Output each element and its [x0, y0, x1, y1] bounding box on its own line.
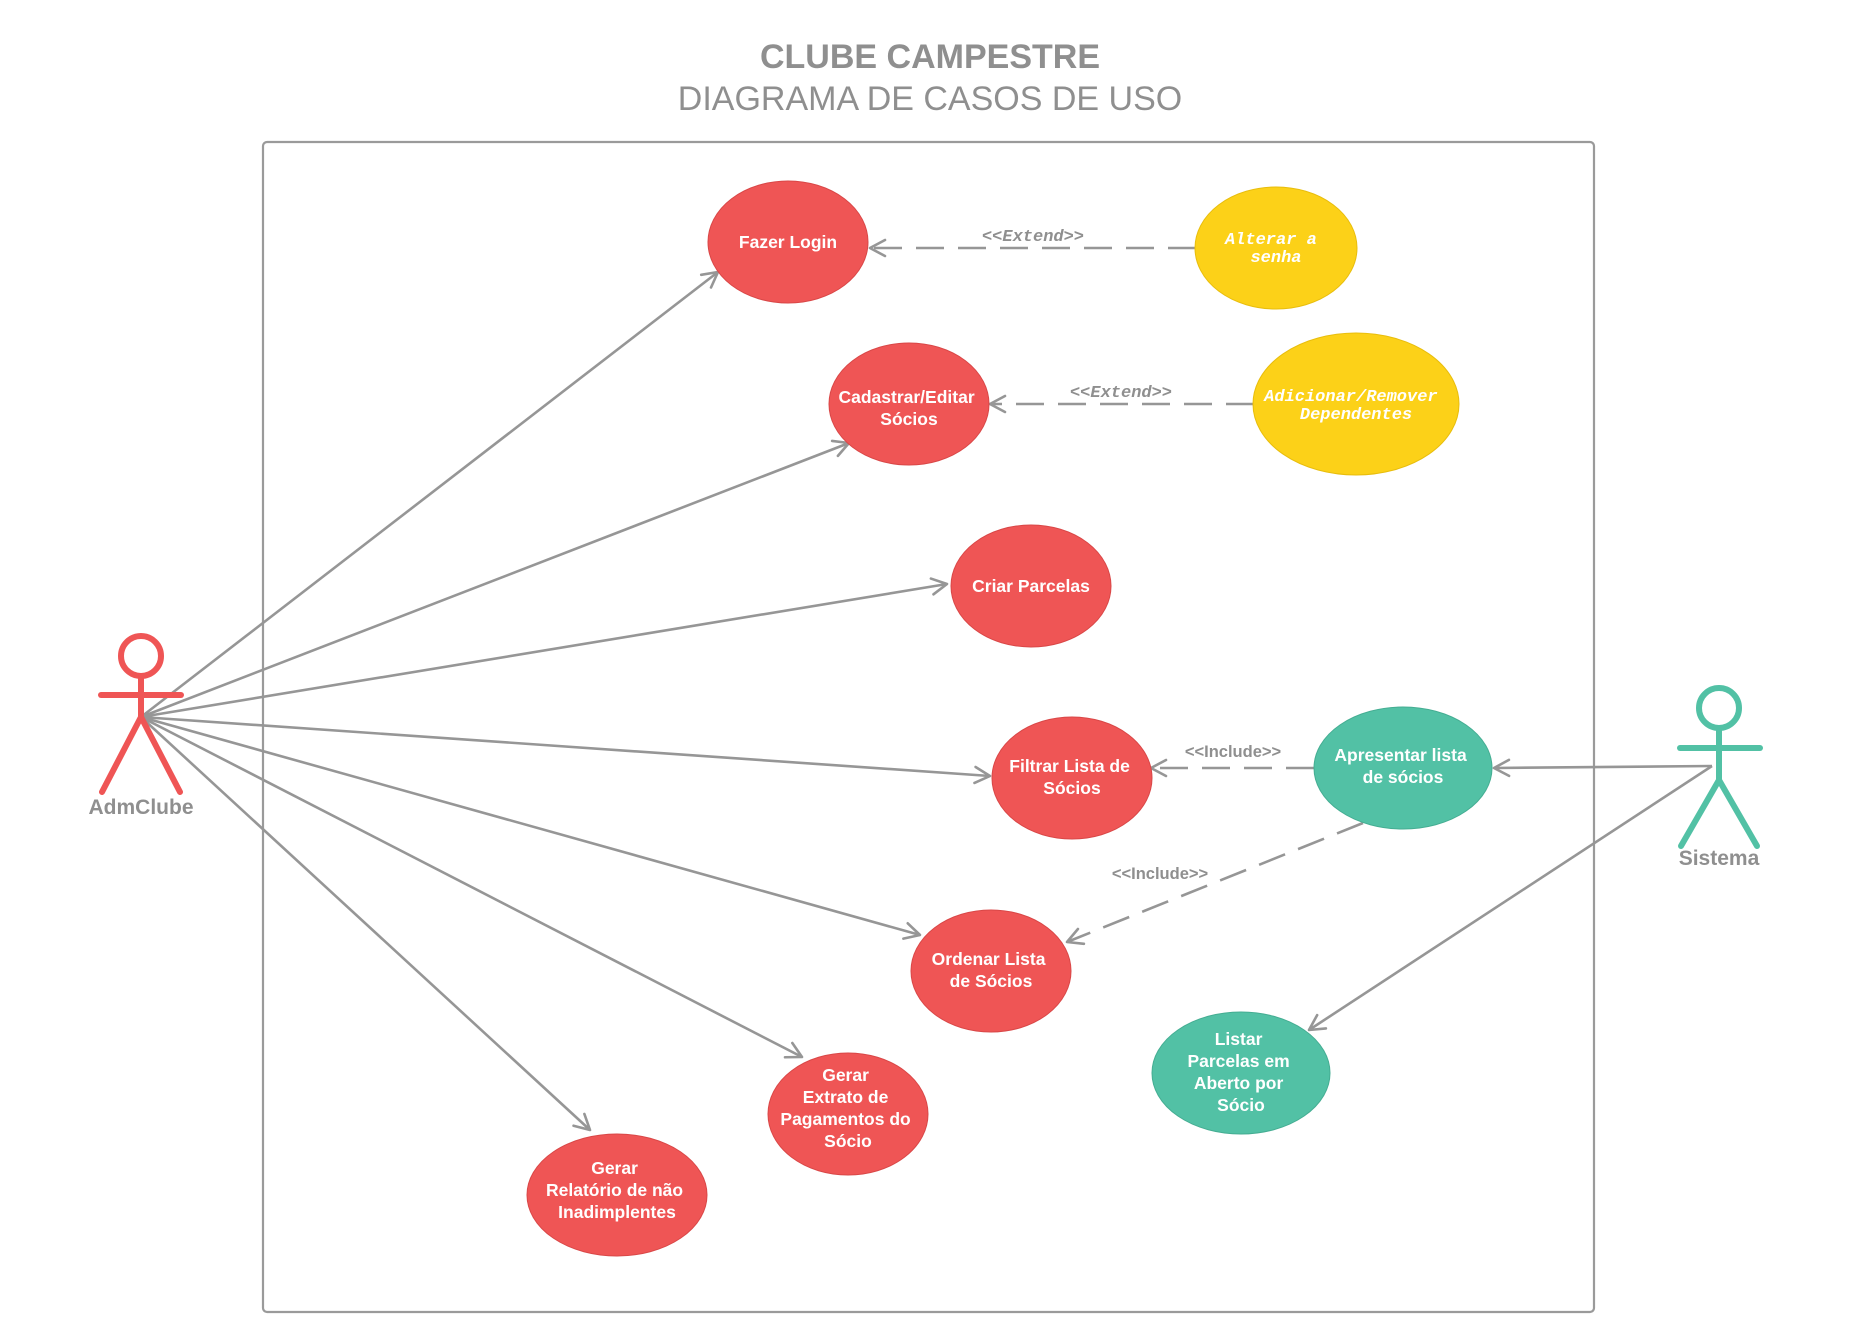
use-case-label: Gerar	[822, 1065, 869, 1085]
diagram-subtitle: DIAGRAMA DE CASOS DE USO	[678, 80, 1182, 118]
actor-admclube[interactable]: AdmClube	[89, 633, 194, 819]
use-case-gerar-relatorio[interactable]: Gerar Relatório de não Inadimplentes	[526, 1133, 708, 1257]
assoc-admin-cadastrar	[140, 439, 851, 719]
include-label-filtrar: <<Include>>	[1185, 743, 1281, 761]
use-case-label: Sócios	[880, 409, 938, 429]
svg-text:Listar Parcelas em: Listar Parcelas em Aberto por Sócio	[1187, 1029, 1294, 1115]
use-case-criar-parcelas[interactable]: Criar Parcelas	[950, 524, 1112, 648]
svg-text:Cadastrar/Editar Sócios: Cadastrar/Editar Sócios	[838, 387, 979, 429]
use-case-label: de sócios	[1363, 767, 1444, 787]
use-case-gerar-extrato[interactable]: Gerar Extrato de Pagamentos do Sócio	[767, 1052, 929, 1176]
use-case-ordenar-lista[interactable]: Ordenar Lista de Sócios	[910, 909, 1072, 1033]
assoc-admin-extrato	[140, 715, 804, 1059]
use-case-label: Sócios	[1043, 778, 1101, 798]
extend-label-login: <<Extend>>	[982, 228, 1084, 247]
include-label-ordenar: <<Include>>	[1112, 865, 1208, 883]
actor-name-sistema: Sistema	[1679, 847, 1760, 870]
svg-text:Filtrar Lista de Sócios: Filtrar Lista de Sócios	[1009, 756, 1134, 798]
svg-text:Alterar a senha: Alterar a senha	[1224, 231, 1327, 268]
assoc-admin-filtrar	[140, 715, 992, 785]
assoc-sistema-listar	[1307, 764, 1713, 1032]
stick-figure-icon	[1677, 685, 1763, 849]
svg-text:Ordenar Lista de Sócios: Ordenar Lista de Sócios	[932, 949, 1051, 991]
svg-text:Gerar Extrato de P: Gerar Extrato de Pagamentos do Sócio	[780, 1065, 915, 1151]
include-line-ordenar	[1065, 821, 1364, 946]
use-case-cadastrar-socios[interactable]: Cadastrar/Editar Sócios	[828, 342, 990, 466]
use-case-filtrar-lista[interactable]: Filtrar Lista de Sócios	[991, 716, 1153, 840]
diagram-title: CLUBE CAMPESTRE	[760, 38, 1100, 76]
svg-text:Fazer Login: Fazer Login	[739, 232, 837, 252]
use-case-alterar-senha[interactable]: Alterar a senha	[1194, 186, 1358, 310]
use-case-label: Inadimplentes	[558, 1202, 676, 1222]
extend-label-cadastrar: <<Extend>>	[1070, 384, 1172, 403]
svg-text:Criar Parcelas: Criar Parcelas	[972, 576, 1090, 596]
use-case-adicionar-dependentes[interactable]: Adicionar/Remover Dependentes	[1252, 332, 1460, 476]
use-case-label: Fazer Login	[739, 232, 837, 252]
system-boundary	[261, 140, 1596, 1314]
use-case-label: Sócio	[824, 1131, 872, 1151]
use-case-label: Dependentes	[1300, 406, 1412, 425]
assoc-admin-relatorio	[140, 716, 592, 1132]
use-case-label: Pagamentos do	[780, 1109, 910, 1129]
dependency-lines	[868, 238, 1364, 946]
use-case-label: Relatório de não	[546, 1180, 683, 1200]
system-associations	[1307, 758, 1713, 1032]
use-case-listar-parcelas[interactable]: Listar Parcelas em Aberto por Sócio	[1151, 1011, 1331, 1135]
use-case-apresentar-lista[interactable]: Apresentar lista de sócios	[1313, 706, 1493, 830]
use-case-label: Filtrar Lista de	[1009, 756, 1130, 776]
assoc-admin-ordenar	[140, 715, 922, 940]
use-case-label: Extrato de	[803, 1087, 889, 1107]
use-case-label: Listar	[1215, 1029, 1263, 1049]
use-case-label: Parcelas em	[1187, 1051, 1289, 1071]
use-case-fazer-login[interactable]: Fazer Login	[707, 180, 869, 304]
svg-text:Adicionar/Remover Depend: Adicionar/Remover Dependentes	[1263, 388, 1448, 425]
stick-figure-icon	[98, 633, 184, 795]
svg-text:Gerar Relatório de não: Gerar Relatório de não Inadimplentes	[546, 1158, 688, 1222]
use-case-label: Aberto por	[1194, 1073, 1284, 1093]
use-case-label: Apresentar lista	[1334, 745, 1467, 765]
use-case-label: Cadastrar/Editar	[838, 387, 974, 407]
use-case-label: Sócio	[1217, 1095, 1265, 1115]
svg-text:Apresentar lista de sóci: Apresentar lista de sócios	[1334, 745, 1471, 787]
use-case-label: Criar Parcelas	[972, 576, 1090, 596]
use-case-label: Gerar	[591, 1158, 638, 1178]
use-case-label: senha	[1250, 249, 1301, 268]
assoc-admin-criar-parcelas	[140, 577, 949, 719]
admin-associations	[140, 270, 992, 1132]
use-case-label: Adicionar/Remover	[1263, 388, 1437, 407]
use-case-label: Alterar a	[1224, 231, 1317, 250]
use-case-label: Ordenar Lista	[932, 949, 1046, 969]
actor-name-admclube: AdmClube	[89, 796, 194, 819]
assoc-admin-fazer-login	[140, 270, 720, 719]
actor-sistema[interactable]: Sistema	[1677, 685, 1763, 870]
assoc-sistema-apresentar	[1492, 758, 1713, 778]
use-case-label: de Sócios	[950, 971, 1033, 991]
